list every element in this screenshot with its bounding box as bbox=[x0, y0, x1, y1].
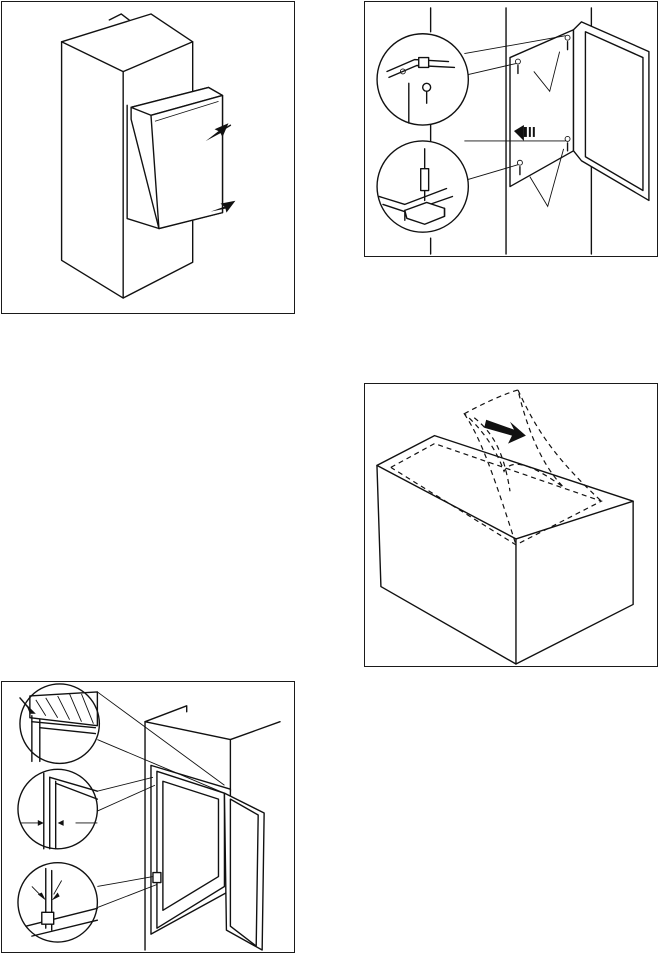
figure-seal-cover bbox=[364, 383, 658, 667]
figure-cabinet-install bbox=[1, 1, 295, 314]
screw-detail-icon bbox=[365, 2, 657, 256]
figure-door-gap bbox=[1, 681, 295, 953]
magnifier-circle-icon bbox=[20, 684, 99, 763]
cabinet-install-icon bbox=[2, 2, 294, 313]
door-gap-detail-icon bbox=[2, 682, 294, 952]
direction-arrow-icon bbox=[484, 420, 526, 444]
seal-cover-icon bbox=[365, 384, 657, 666]
hinge-bracket-icon bbox=[377, 141, 468, 232]
magnifier-circle-icon bbox=[377, 34, 468, 125]
figure-screw-details bbox=[364, 1, 658, 257]
